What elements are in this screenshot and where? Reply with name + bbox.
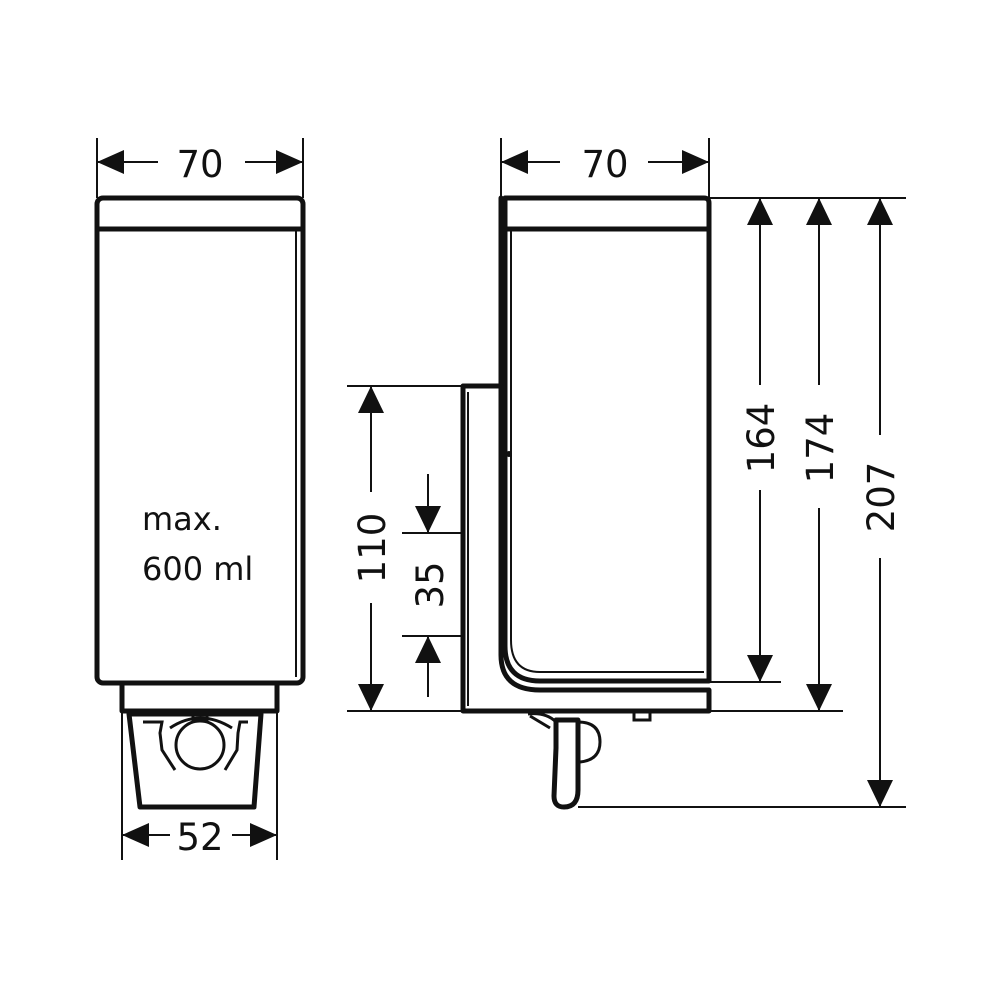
height-174-arrow-bottom	[806, 684, 832, 711]
side-width-label: 70	[581, 143, 628, 186]
height-174-dimension: 174	[799, 198, 842, 711]
height-207-arrow-bottom	[867, 780, 893, 807]
height-207-label: 207	[860, 462, 903, 533]
height-174-arrow-top	[806, 198, 832, 225]
side-foot	[632, 709, 652, 722]
front-pump-housing	[126, 711, 264, 810]
side-fixing-point	[506, 451, 512, 457]
side-width-arrow-left	[501, 150, 528, 174]
side-view	[460, 195, 712, 810]
side-container-body	[502, 195, 712, 684]
height-164-dimension: 164	[740, 198, 783, 682]
height-110-label: 110	[351, 513, 394, 584]
front-pump-collar	[169, 716, 233, 730]
side-pump-body	[529, 714, 602, 764]
side-inner-curve	[510, 229, 704, 673]
side-pump-lever	[551, 717, 581, 810]
height-164-label: 164	[740, 403, 783, 474]
height-35-label: 35	[409, 561, 452, 608]
right-extension-lines	[578, 197, 906, 808]
front-width-arrow-left	[97, 150, 124, 174]
height-207-arrow-top	[867, 198, 893, 225]
front-width-label: 70	[176, 143, 223, 186]
height-110-arrow-top	[358, 386, 384, 413]
base-width-arrow-right	[250, 823, 277, 847]
front-width-arrow-right	[276, 150, 303, 174]
height-110-dimension: 110	[347, 385, 463, 712]
capacity-line-2: 600 ml	[142, 550, 253, 588]
height-164-arrow-bottom	[747, 655, 773, 682]
base-width-dimension: 52	[121, 711, 278, 860]
side-width-dimension: 70	[500, 138, 710, 198]
height-110-arrow-bottom	[358, 684, 384, 711]
front-neck	[119, 680, 280, 714]
height-174-label: 174	[799, 413, 842, 484]
base-width-arrow-left	[122, 823, 149, 847]
front-view	[94, 195, 306, 810]
front-pump-recess	[143, 720, 177, 771]
front-pump-nub	[191, 711, 209, 723]
height-35-dimension: 35	[402, 474, 463, 697]
front-container-body	[94, 195, 306, 686]
height-207-dimension: 207	[860, 198, 903, 807]
front-pump-button	[174, 719, 226, 771]
height-164-arrow-top	[747, 198, 773, 225]
height-35-arrow-top	[415, 506, 441, 533]
capacity-line-1: max.	[142, 500, 222, 538]
height-35-arrow-bottom	[415, 636, 441, 663]
side-wall-bracket	[460, 383, 712, 714]
capacity-note: max. 600 ml	[142, 500, 253, 588]
side-pump-nozzle	[527, 712, 558, 724]
front-width-dimension: 70	[96, 138, 304, 198]
base-width-label: 52	[176, 816, 223, 859]
side-width-arrow-right	[682, 150, 709, 174]
front-pump-recess-right	[223, 720, 248, 771]
